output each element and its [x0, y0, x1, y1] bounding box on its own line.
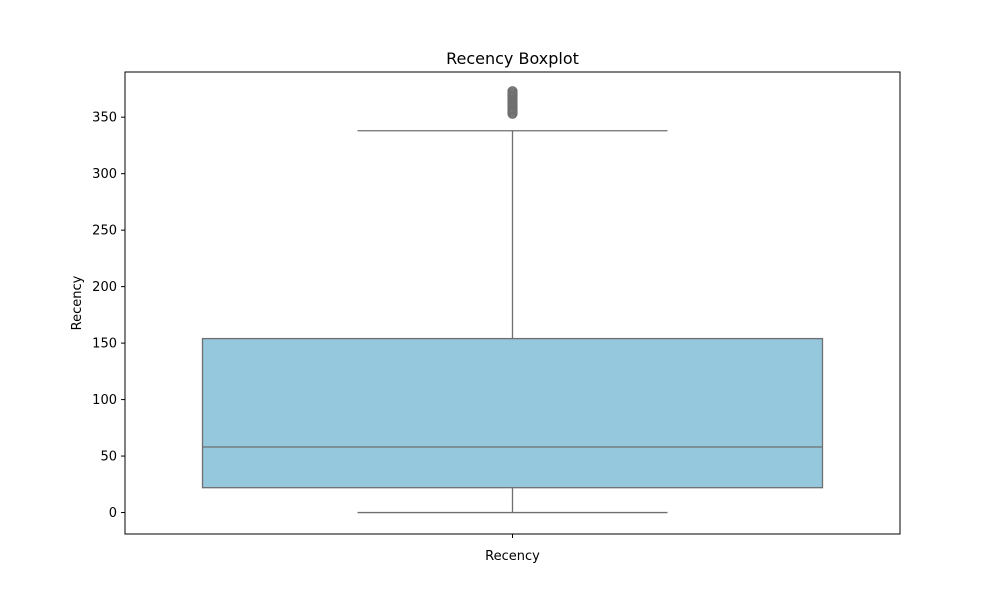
- x-tick-label: Recency: [485, 549, 540, 564]
- outlier-point: [507, 86, 518, 97]
- y-tick-label: 50: [100, 450, 117, 465]
- iqr-box: [201, 337, 824, 489]
- chart-title: Recency Boxplot: [446, 49, 579, 68]
- y-tick-label: 0: [109, 506, 117, 521]
- y-tick-label: 150: [92, 337, 117, 352]
- plot-frame: [124, 71, 901, 535]
- y-axis-label: Recency: [70, 275, 85, 330]
- y-tick-label: 350: [92, 111, 117, 126]
- y-tick-label: 250: [92, 224, 117, 239]
- y-tick-label: 100: [92, 393, 117, 408]
- y-tick-label: 300: [92, 167, 117, 182]
- y-tick-label: 200: [92, 280, 117, 295]
